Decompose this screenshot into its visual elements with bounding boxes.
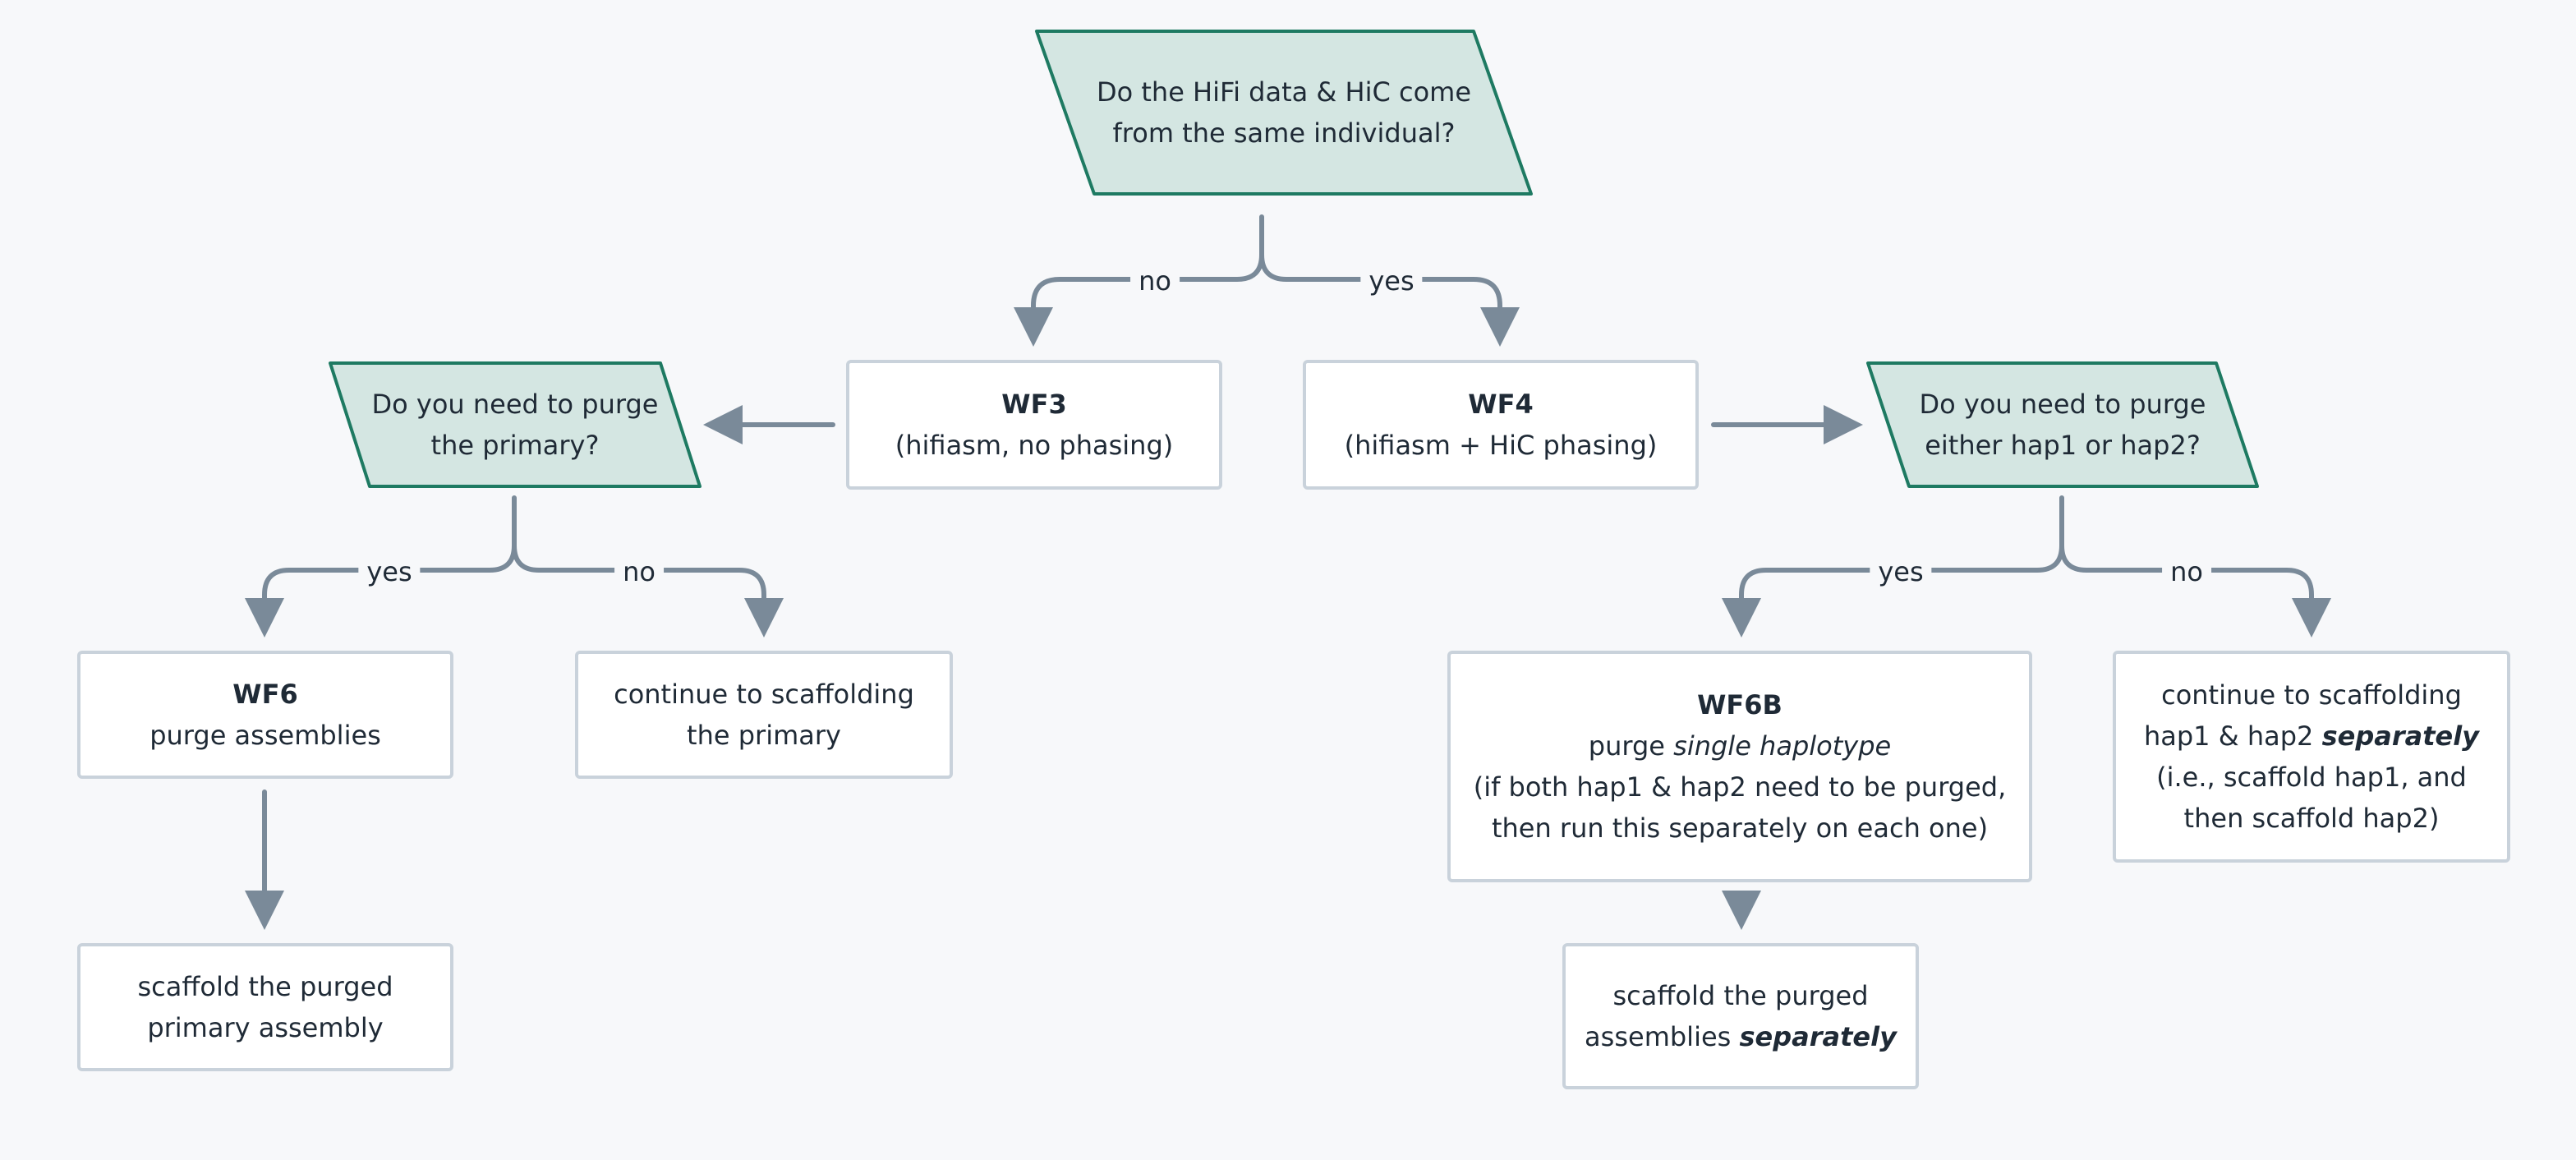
wf6-text: WF6 purge assemblies	[150, 674, 381, 756]
scaffold-haps-box: scaffold the purged assemblies separatel…	[1562, 943, 1919, 1089]
decision-purge-primary: Do you need to purge the primary?	[327, 360, 703, 490]
wf6-title: WF6	[232, 679, 298, 710]
edge-label-yes: yes	[1870, 555, 1932, 588]
decision-text: Do the HiFi data & HiC come from the sam…	[1096, 76, 1472, 149]
wf4-box: WF4 (hifiasm + HiC phasing)	[1303, 360, 1699, 490]
scaffold-haps-text: scaffold the purged assemblies separatel…	[1585, 980, 1897, 1052]
edge-label-no: no	[614, 555, 664, 588]
continue-scaffolding-primary-box: continue to scaffolding the primary	[575, 651, 953, 779]
wf6b-text: WF6B purge single haplotype (if both hap…	[1474, 684, 2007, 849]
wf3-title: WF3	[1001, 389, 1067, 420]
wf6-box: WF6 purge assemblies	[77, 651, 453, 779]
wf6b-title: WF6B	[1697, 689, 1782, 720]
scaffold-primary-text: scaffold the purged primary assembly	[137, 971, 393, 1043]
continue-haps-text: continue to scaffolding hap1 & hap2 sepa…	[2143, 679, 2480, 834]
wf3-text: WF3 (hifiasm, no phasing)	[895, 384, 1173, 466]
edge-right-no	[2059, 543, 2331, 638]
wf4-text: WF4 (hifiasm + HiC phasing)	[1345, 384, 1658, 466]
decision-text: Do you need to purge either hap1 or hap2…	[1919, 389, 2206, 461]
edge-label-yes: yes	[1360, 265, 1423, 297]
continue-scaffolding-haps-box: continue to scaffolding hap1 & hap2 sepa…	[2113, 651, 2510, 863]
wf6b-box: WF6B purge single haplotype (if both hap…	[1447, 651, 2032, 882]
edge-left-no	[512, 543, 784, 638]
decision-purge-haplotype: Do you need to purge either hap1 or hap2…	[1865, 360, 2261, 490]
decision-shape	[329, 361, 702, 488]
wf4-title: WF4	[1468, 389, 1534, 420]
decision-text: Do you need to purge the primary?	[371, 389, 659, 461]
edge-label-yes: yes	[358, 555, 421, 588]
decision-shape	[1035, 30, 1533, 196]
continue-primary-text: continue to scaffolding the primary	[614, 679, 914, 751]
decision-same-individual: Do the HiFi data & HiC come from the sam…	[1033, 28, 1534, 197]
edge-top-yes	[1259, 252, 1520, 347]
decision-shape	[1866, 361, 2259, 488]
edge-label-no: no	[1130, 265, 1180, 297]
scaffold-primary-box: scaffold the purged primary assembly	[77, 943, 453, 1071]
edge-label-no: no	[2162, 555, 2211, 588]
wf3-box: WF3 (hifiasm, no phasing)	[846, 360, 1222, 490]
